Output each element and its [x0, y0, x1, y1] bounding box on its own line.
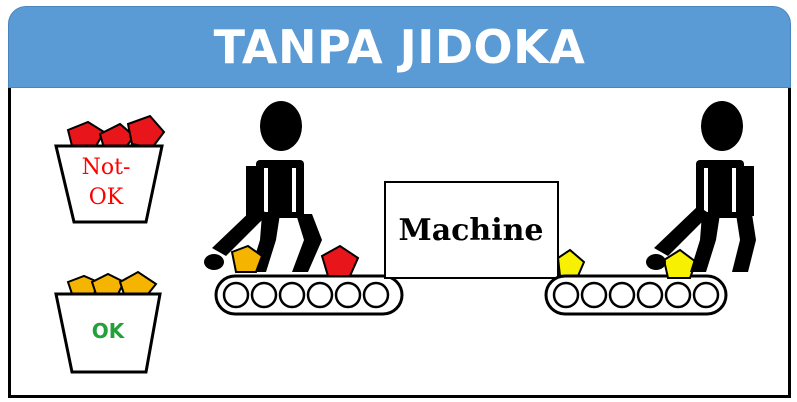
not-ok-label-line1: Not- — [82, 155, 131, 180]
worker-head — [260, 101, 302, 151]
conveyor-roller — [582, 283, 606, 307]
worker-head — [701, 101, 743, 151]
conveyor-roller — [252, 283, 276, 307]
worker-hand — [204, 254, 224, 270]
ok-label: OK — [92, 319, 126, 343]
conveyor-roller — [638, 283, 662, 307]
defect-part — [128, 116, 164, 148]
not-ok-label-line2: OK — [89, 185, 124, 210]
worker-torso — [696, 160, 744, 218]
worker-torso — [256, 160, 304, 218]
worker-leg — [292, 214, 322, 272]
conveyor-roller — [694, 283, 718, 307]
conveyor-roller — [364, 283, 388, 307]
ok-bin: OK — [56, 272, 160, 372]
conveyor-roller — [554, 283, 578, 307]
right-conveyor — [546, 276, 726, 314]
machine-label: Machine — [398, 213, 543, 248]
left-worker — [204, 101, 322, 272]
worker-leg — [732, 214, 756, 272]
right-worker — [646, 101, 756, 272]
conveyor-roller — [224, 283, 248, 307]
conveyor-roller — [308, 283, 332, 307]
good-part — [92, 274, 124, 294]
left-conveyor — [216, 276, 402, 314]
defect-part — [68, 122, 104, 146]
defect-part-on-belt — [322, 246, 358, 276]
not-ok-bin: Not- OK — [56, 116, 164, 222]
good-part — [120, 272, 156, 294]
worker-back-arm — [742, 166, 754, 216]
conveyor-roller — [280, 283, 304, 307]
conveyor-roller — [336, 283, 360, 307]
good-part-on-belt — [558, 250, 584, 276]
machine: Machine — [385, 182, 558, 278]
worker-hand — [646, 254, 666, 270]
conveyor-roller — [610, 283, 634, 307]
conveyor-roller — [666, 283, 690, 307]
